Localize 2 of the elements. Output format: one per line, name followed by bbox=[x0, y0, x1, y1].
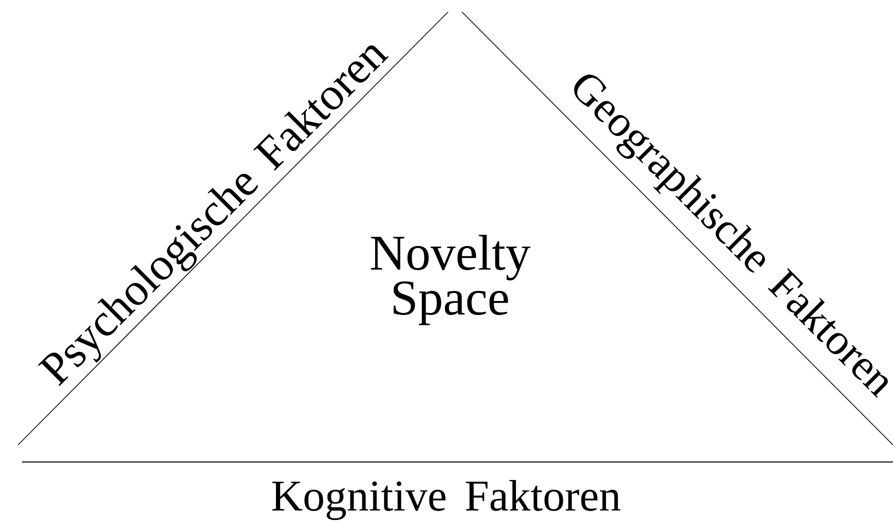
center-label: Novelty Space bbox=[370, 234, 530, 326]
base-label: Kognitive Faktoren bbox=[272, 480, 620, 520]
